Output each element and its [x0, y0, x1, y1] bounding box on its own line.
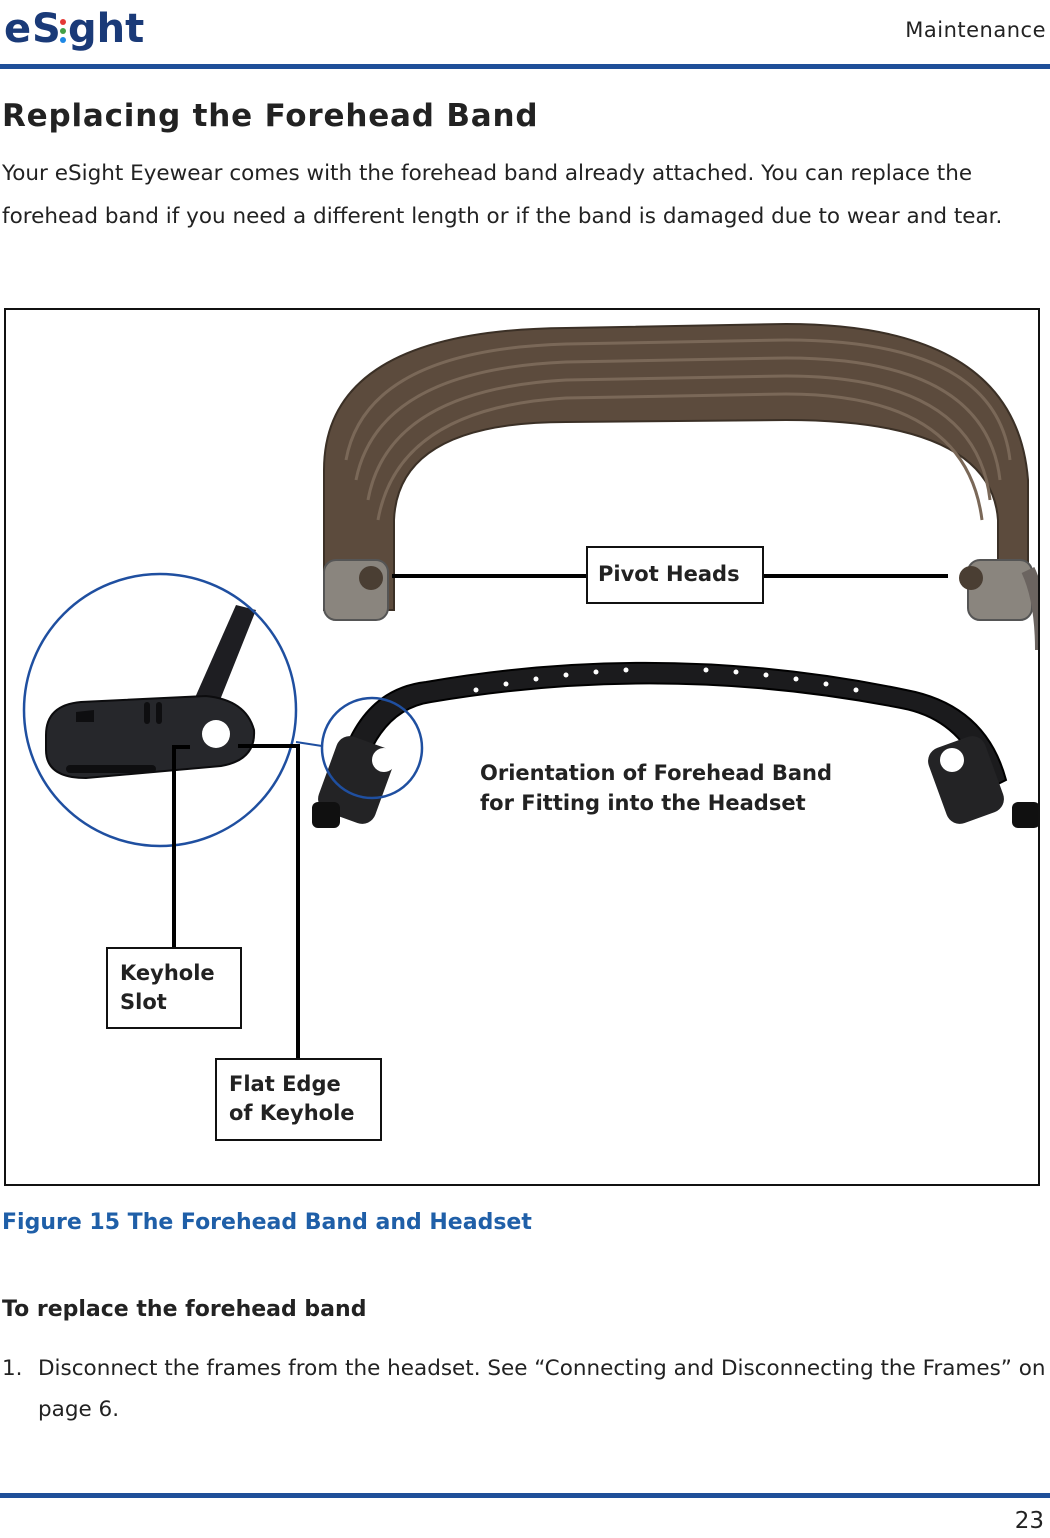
magnifier-connector — [295, 741, 323, 747]
step-text: Disconnect the frames from the headset. … — [38, 1356, 1046, 1422]
keyhole-detail-image — [45, 605, 256, 780]
orientation-line-2: for Fitting into the Headset — [480, 791, 806, 815]
figure-caption: Figure 15 The Forehead Band and Headset — [2, 1210, 532, 1235]
pivot-heads-callout: Pivot Heads — [586, 546, 764, 604]
svg-text:ght: ght — [68, 6, 144, 52]
step-number: 1. — [2, 1356, 23, 1381]
keyhole-slot-callout: Keyhole Slot — [106, 947, 242, 1029]
flat-edge-callout: Flat Edge of Keyhole — [215, 1058, 382, 1141]
flat-edge-line-1: Flat Edge — [229, 1072, 341, 1096]
page-number: 23 — [1014, 1508, 1044, 1534]
svg-text:S: S — [32, 6, 61, 52]
procedure-steps: 1. Disconnect the frames from the headse… — [2, 1348, 1048, 1430]
footer-divider — [0, 1493, 1050, 1498]
page-title: Replacing the Forehead Band — [2, 98, 539, 134]
keyhole-line-1: Keyhole — [120, 961, 215, 985]
headset-illustration — [22, 322, 1038, 1058]
zoom-source-circle — [320, 696, 424, 800]
procedure-title: To replace the forehead band — [2, 1297, 367, 1322]
procedure-step: 1. Disconnect the frames from the headse… — [2, 1348, 1048, 1430]
headset-image — [323, 322, 1038, 651]
magnifier-circle — [22, 572, 298, 848]
figure-forehead-band: Pivot Heads Orientation of Forehead Band… — [4, 308, 1040, 1186]
svg-text:e: e — [4, 6, 31, 52]
flat-edge-leader — [238, 744, 300, 1058]
header-divider — [0, 64, 1050, 69]
orientation-callout: Orientation of Forehead Band for Fitting… — [480, 758, 832, 818]
flat-edge-line-2: of Keyhole — [229, 1101, 355, 1125]
keyhole-line-2: Slot — [120, 990, 167, 1014]
forehead-band-image — [312, 661, 1038, 828]
esight-logo: e S ght — [4, 4, 174, 54]
keyhole-leader — [172, 745, 190, 947]
section-label: Maintenance — [905, 18, 1046, 42]
orientation-line-1: Orientation of Forehead Band — [480, 761, 832, 785]
intro-paragraph: Your eSight Eyewear comes with the foreh… — [2, 161, 1003, 229]
